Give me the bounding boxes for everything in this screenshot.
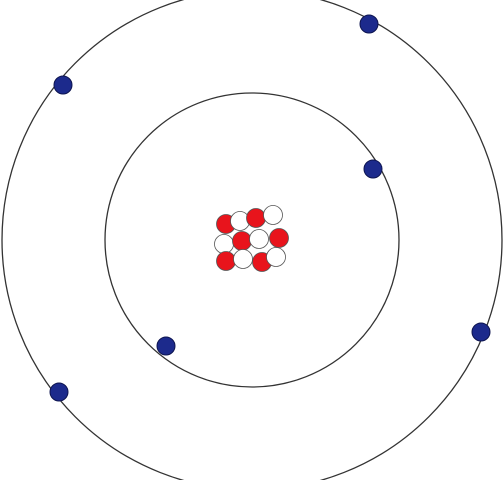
proton: [232, 231, 252, 251]
inner-orbit: [104, 92, 400, 388]
electron: [156, 336, 176, 356]
electron: [49, 382, 69, 402]
neutron: [233, 249, 253, 269]
neutron: [263, 205, 283, 225]
neutron: [214, 234, 234, 254]
electron: [53, 75, 73, 95]
neutron: [266, 247, 286, 267]
nucleus: [214, 205, 289, 272]
proton: [216, 251, 236, 271]
electron: [471, 322, 491, 342]
neutron: [249, 229, 269, 249]
electrons: [49, 14, 491, 402]
electron: [359, 14, 379, 34]
proton: [269, 228, 289, 248]
proton: [246, 208, 266, 228]
electron: [363, 159, 383, 179]
